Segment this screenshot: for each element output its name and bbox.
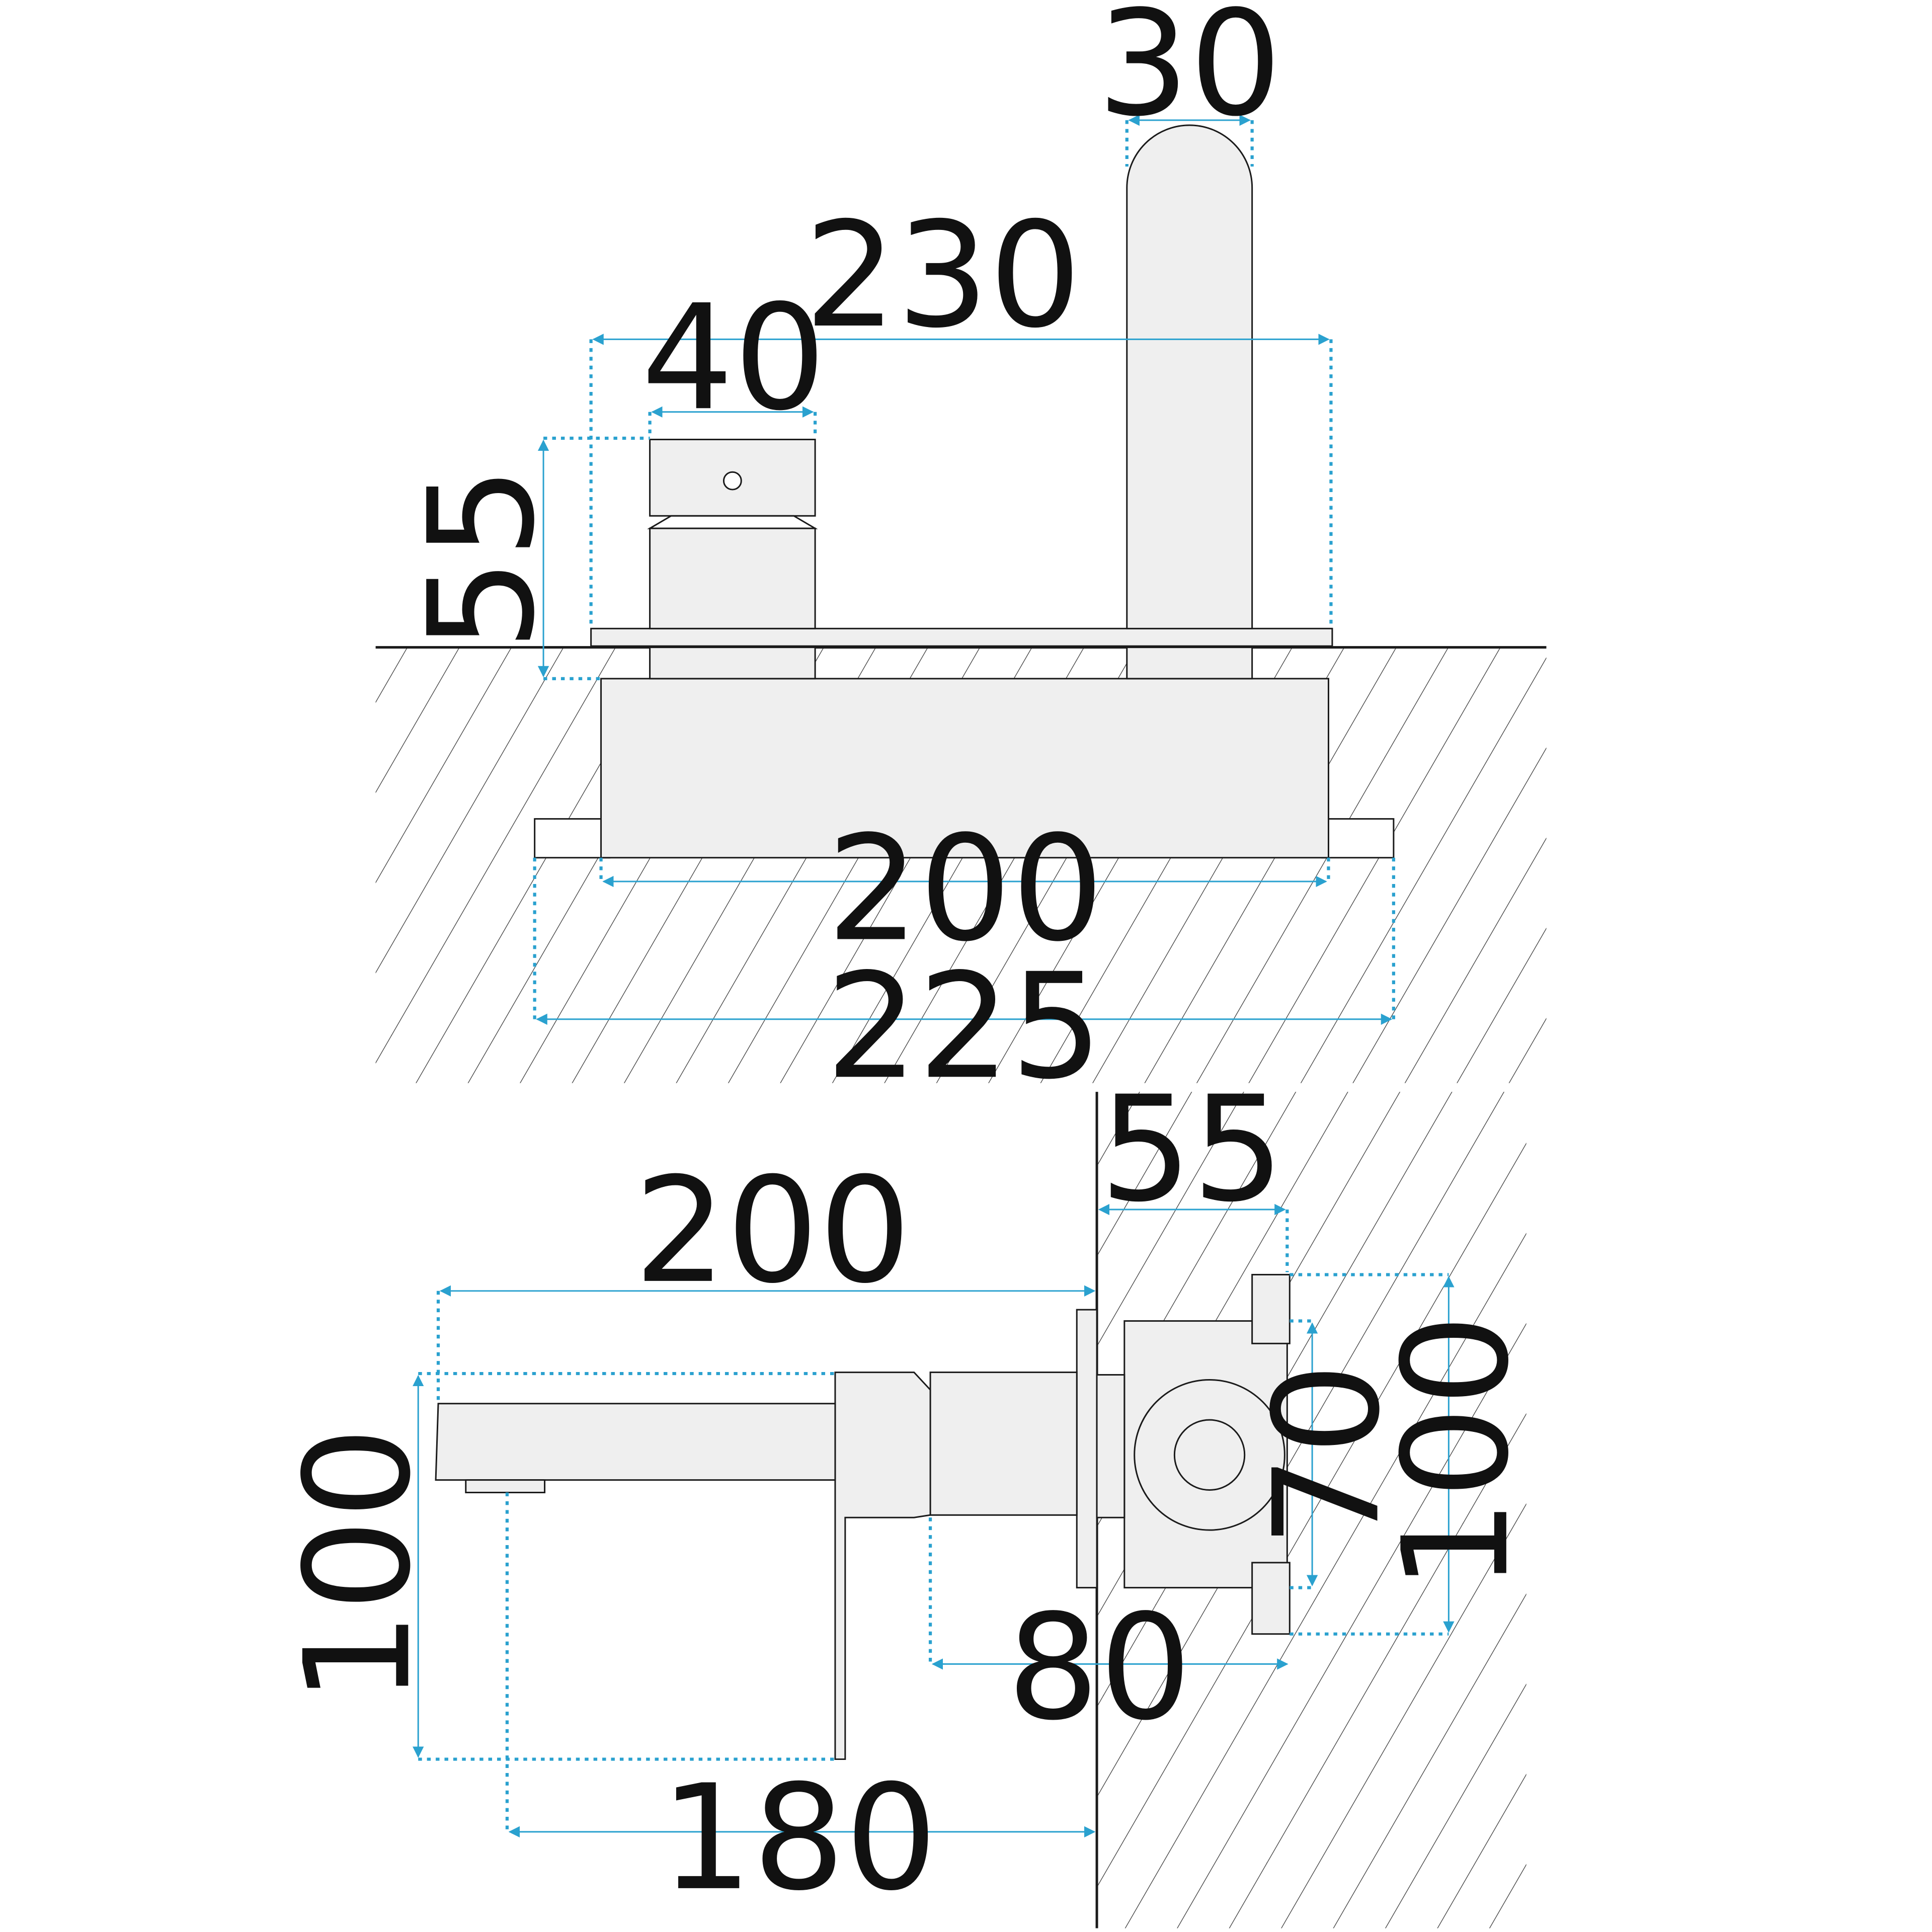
dimension-box-width: 200 bbox=[599, 804, 1330, 974]
top-view: 30 230 40 55 200 bbox=[375, 0, 1547, 1111]
dimension-label-100-left: 100 bbox=[274, 1426, 443, 1704]
handle-lever-side bbox=[834, 1372, 931, 1760]
spout-top bbox=[1126, 124, 1253, 629]
dimension-label-225: 225 bbox=[826, 942, 1103, 1111]
handle-body bbox=[649, 527, 816, 629]
dimension-label-55-side: 55 bbox=[1100, 1065, 1284, 1234]
dimension-wall-depth: 55 bbox=[1098, 1065, 1289, 1272]
mounting-flange-right bbox=[1321, 818, 1395, 859]
concealed-box bbox=[600, 678, 1329, 859]
mounting-flange-left bbox=[534, 818, 611, 859]
dimension-flange-height: 100 bbox=[1290, 1273, 1541, 1636]
dimension-label-230: 230 bbox=[804, 191, 1081, 360]
dimension-flange-width: 225 bbox=[533, 857, 1395, 1111]
spout-side bbox=[435, 1403, 836, 1481]
dimension-label-55-top: 55 bbox=[398, 466, 567, 651]
dimension-outlet-distance: 180 bbox=[505, 1492, 1096, 1923]
wall-plate-side bbox=[1076, 1309, 1098, 1589]
spout-aerator bbox=[465, 1479, 546, 1493]
spout-stem bbox=[1126, 647, 1253, 680]
cover-plate bbox=[590, 627, 1333, 647]
dimension-handle-height: 55 bbox=[398, 436, 650, 680]
dimension-label-80: 80 bbox=[1007, 1583, 1191, 1752]
dimension-body-depth: 80 bbox=[928, 1517, 1289, 1752]
dimension-label-180: 180 bbox=[660, 1754, 937, 1923]
handle-bevel bbox=[647, 515, 818, 529]
dimension-spout-width: 30 bbox=[1097, 0, 1282, 167]
dimension-spout-reach: 200 bbox=[436, 1147, 1096, 1400]
dimension-label-70: 70 bbox=[1243, 1362, 1412, 1547]
valve-ring-inner bbox=[1173, 1419, 1246, 1491]
side-view: 55 200 100 70 100 bbox=[274, 1065, 1541, 1928]
dimension-label-200-top: 200 bbox=[827, 804, 1104, 974]
handle-screw-icon bbox=[722, 471, 742, 491]
dimension-body-height: 70 bbox=[1243, 1319, 1412, 1589]
connector-sleeve bbox=[1096, 1374, 1125, 1518]
dimension-label-100-right: 100 bbox=[1372, 1314, 1541, 1591]
dimension-label-40: 40 bbox=[641, 274, 826, 443]
dimension-handle-width: 40 bbox=[641, 274, 826, 443]
handle-stem bbox=[649, 647, 816, 680]
handle-body-side bbox=[929, 1372, 1078, 1516]
flange-top-side bbox=[1251, 1273, 1291, 1344]
flange-bottom-side bbox=[1251, 1562, 1291, 1635]
dimension-overall-width: 230 bbox=[589, 191, 1333, 626]
dimension-label-200-side: 200 bbox=[634, 1147, 911, 1316]
dimension-label-30: 30 bbox=[1097, 0, 1282, 148]
dimension-spout-height: 100 bbox=[274, 1372, 835, 1761]
